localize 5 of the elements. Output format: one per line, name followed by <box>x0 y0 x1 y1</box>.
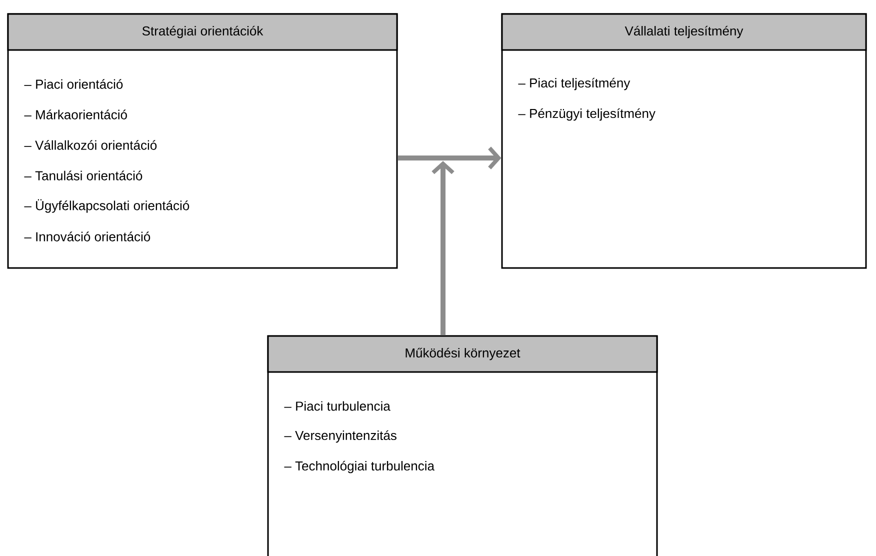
list-box: Stratégiai orientációk – Piaci orientáció – Márkaorientáció – Vállalkozói orientáció – Tanulási orientáció – Ügyfélkapcsolati orientáció – Innováció orientáció <box>7 13 398 269</box>
list-box: Vállalati teljesítmény – Piaci teljesítmény – Pénzügyi teljesítmény <box>501 13 867 269</box>
arrow <box>432 161 454 336</box>
list-box: Működési környezet – Piaci turbulencia – Versenyintenzitás – Technológiai turbulencia <box>267 335 658 556</box>
arrow <box>398 146 502 170</box>
